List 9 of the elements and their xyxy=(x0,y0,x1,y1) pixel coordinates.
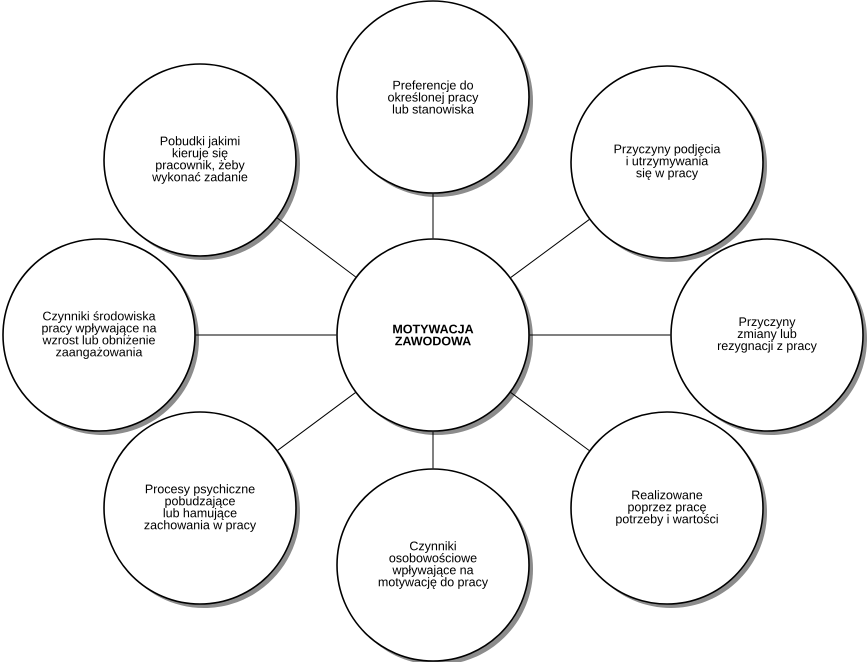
node-label: Przyczyny zmiany lub rezygnacji z pracy xyxy=(718,317,817,353)
connector-line xyxy=(276,218,356,278)
connector-line xyxy=(529,334,671,336)
connector-line xyxy=(277,392,356,451)
connector-line xyxy=(432,193,434,239)
connector-line xyxy=(432,431,434,469)
connector-line xyxy=(510,219,590,278)
connector-line xyxy=(195,334,337,336)
connector-line xyxy=(510,392,590,451)
